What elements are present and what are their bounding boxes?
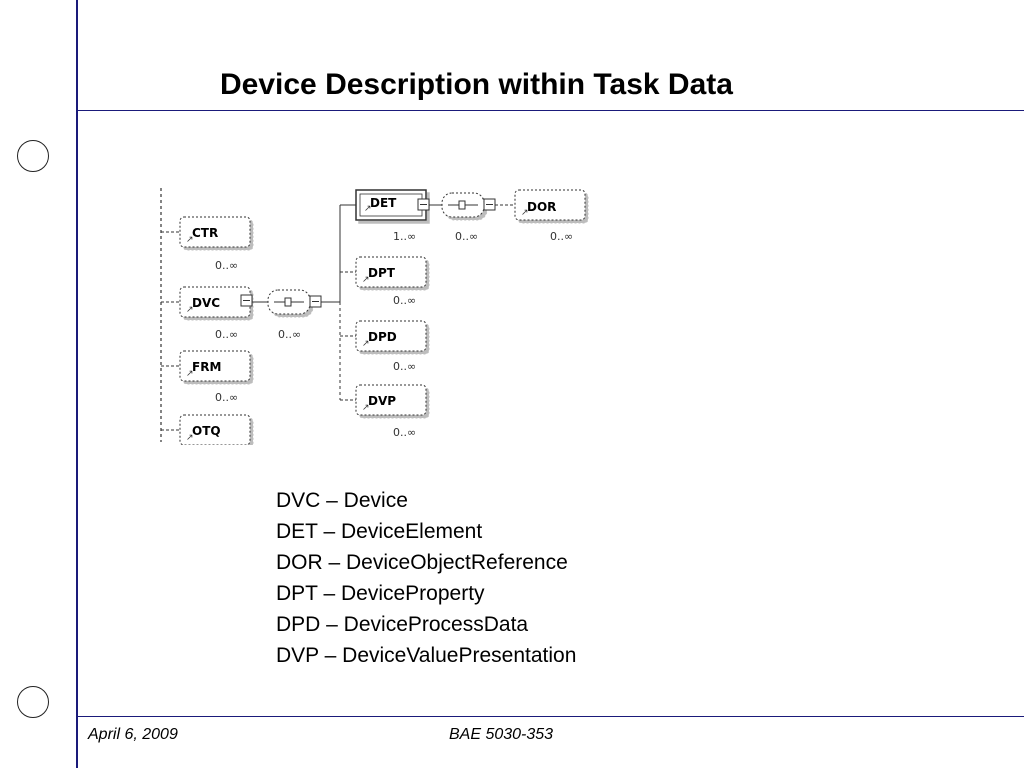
svg-text:↗: ↗ [362, 403, 370, 413]
svg-text:DPT: DPT [368, 266, 396, 280]
svg-text:1..∞: 1..∞ [393, 230, 416, 243]
legend-item-dpt: DPT – DeviceProperty [276, 582, 485, 605]
svg-text:↗: ↗ [186, 369, 194, 379]
svg-text:↗: ↗ [364, 204, 372, 214]
svg-text:DET: DET [370, 196, 397, 210]
element-dvp[interactable]: ↗ DVP 0..∞ [340, 384, 427, 439]
legend-item-dor: DOR – DeviceObjectReference [276, 551, 568, 574]
element-det[interactable]: ↗ DET 1..∞ [340, 189, 430, 243]
svg-text:0..∞: 0..∞ [215, 328, 238, 341]
svg-text:↗: ↗ [186, 433, 194, 443]
abbreviation-legend: DVC – Device DET – DeviceElement DOR – D… [276, 485, 576, 671]
element-dpt[interactable]: ↗ DPT 0..∞ [340, 256, 427, 307]
svg-text:0..∞: 0..∞ [215, 391, 238, 404]
svg-text:0..∞: 0..∞ [393, 360, 416, 373]
svg-text:DVC: DVC [192, 296, 220, 310]
svg-text:OTQ: OTQ [192, 424, 221, 438]
svg-text:↗: ↗ [362, 339, 370, 349]
element-dpd[interactable]: ↗ DPD 0..∞ [340, 320, 427, 373]
legend-item-dvc: DVC – Device [276, 489, 408, 512]
slide-title: Device Description within Task Data [220, 68, 733, 101]
footer-rule [76, 716, 1024, 717]
svg-text:0..∞: 0..∞ [550, 230, 573, 243]
svg-text:0..∞: 0..∞ [393, 426, 416, 439]
svg-text:↗: ↗ [186, 235, 194, 245]
svg-text:↗: ↗ [186, 305, 194, 315]
binder-hole-bottom [17, 686, 49, 718]
element-dor[interactable]: ↗ DOR 0..∞ [514, 189, 586, 243]
svg-text:FRM: FRM [192, 360, 221, 374]
legend-item-dpd: DPD – DeviceProcessData [276, 613, 529, 636]
svg-text:DVP: DVP [368, 394, 396, 408]
svg-text:DOR: DOR [527, 200, 556, 214]
left-margin-rule [76, 0, 78, 768]
svg-text:0..∞: 0..∞ [455, 230, 478, 243]
footer-course: BAE 5030-353 [449, 726, 554, 743]
element-frm[interactable]: ↗ FRM 0..∞ [161, 350, 251, 404]
legend-item-det: DET – DeviceElement [276, 520, 483, 543]
svg-text:0..∞: 0..∞ [393, 294, 416, 307]
svg-text:↗: ↗ [362, 275, 370, 285]
svg-text:CTR: CTR [192, 226, 218, 240]
dvc-sequence-compositor: 0..∞ [267, 289, 322, 341]
footer-date: April 6, 2009 [88, 726, 178, 743]
schema-diagram: ↗ CTR 0..∞ ↗ DVC 0..∞ 0..∞ ↗ FRM 0..∞ ↗ [160, 188, 586, 445]
svg-text:↗: ↗ [521, 208, 529, 218]
legend-item-dvp: DVP – DeviceValuePresentation [276, 644, 577, 667]
title-rule [76, 110, 1024, 111]
element-ctr[interactable]: ↗ CTR 0..∞ [161, 216, 251, 272]
svg-text:0..∞: 0..∞ [278, 328, 301, 341]
element-dvc[interactable]: ↗ DVC 0..∞ [161, 286, 253, 341]
binder-hole-top [17, 140, 49, 172]
det-sequence-compositor: 0..∞ [441, 192, 496, 243]
element-otq[interactable]: ↗ OTQ [161, 414, 251, 445]
svg-text:DPD: DPD [368, 330, 397, 344]
svg-text:0..∞: 0..∞ [215, 259, 238, 272]
